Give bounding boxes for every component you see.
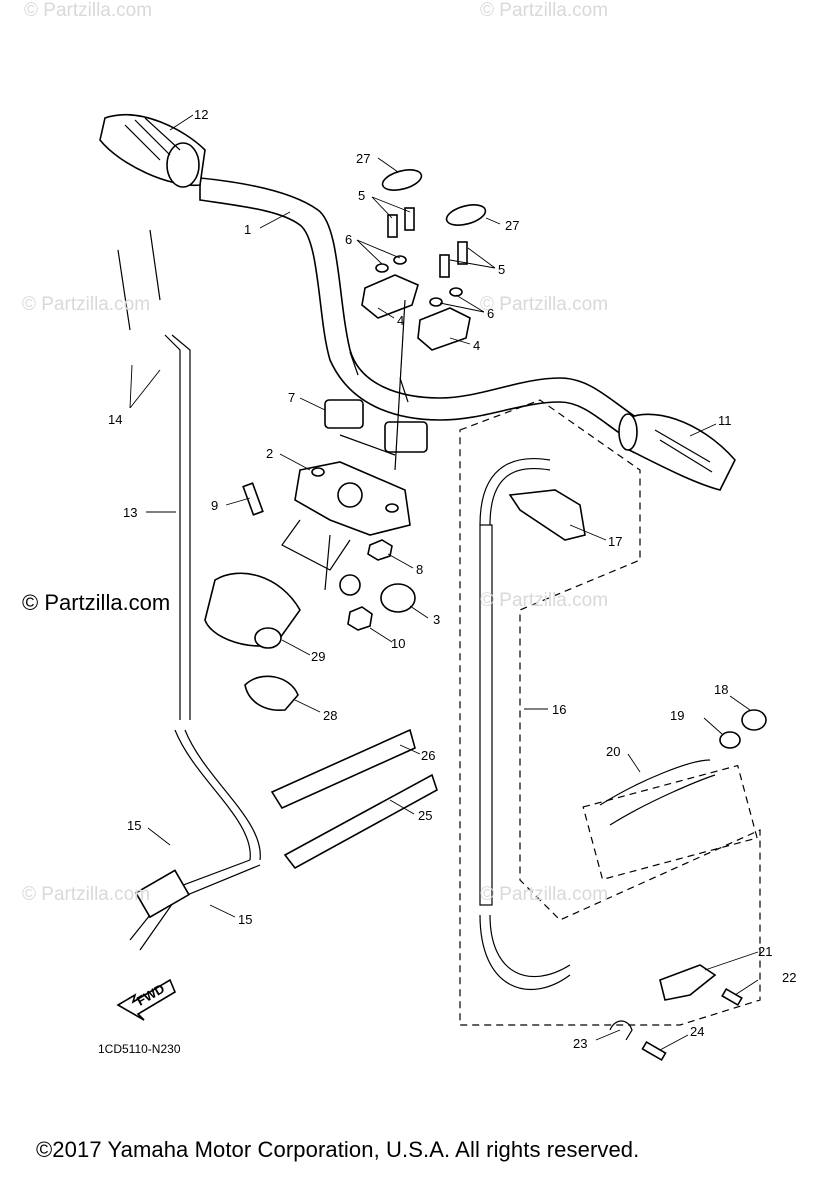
callout-19: 19 [670,708,684,723]
cap-part-upper [381,169,423,191]
callout-17: 17 [608,534,622,549]
callout-15b: 15 [238,912,252,927]
collar-part-3 [380,583,416,613]
throttle-cable-part [117,229,261,951]
assembly-outline [459,399,761,1026]
cable-tie-part-25 [283,773,438,870]
callout-numbers: 12 27 5 27 1 6 5 4 6 4 14 7 11 2 9 13 17… [108,107,796,1051]
watermark: © Partzilla.com [480,294,609,315]
lever-part-17 [508,489,586,541]
right-grip-part [618,413,736,491]
fwd-arrow-icon: FWD [116,978,177,1021]
callout-25: 25 [418,808,432,823]
bolt-part-22 [721,987,743,1007]
cable-tie-part-26 [270,728,416,810]
joint-part-21 [659,964,717,1001]
callout-26: 26 [421,748,435,763]
callout-16: 16 [552,702,566,717]
callout-24: 24 [690,1024,704,1039]
bolts-part-5 [387,207,468,278]
watermark: © Partzilla.com [480,884,609,905]
callout-3: 3 [433,612,440,627]
clamp-part-28 [244,675,299,711]
watermark: © Partzilla.com [22,294,151,315]
callout-18: 18 [714,682,728,697]
callout-9: 9 [211,498,218,513]
callout-28: 28 [323,708,337,723]
callout-8: 8 [416,562,423,577]
callout-leaders [129,114,759,1051]
left-grip-part [99,113,206,188]
callout-11: 11 [718,413,732,428]
nut-part-8 [367,539,393,561]
callout-12: 12 [194,107,208,122]
grommet-part-29 [254,627,282,649]
callout-6b: 6 [487,306,494,321]
callout-13: 13 [123,505,137,520]
callout-2: 2 [266,446,273,461]
diagram-code: 1CD5110-N230 [98,1042,181,1056]
callout-27a: 27 [356,151,370,166]
watermark: © Partzilla.com [22,884,151,905]
callout-21: 21 [758,944,772,959]
callout-15a: 15 [127,818,141,833]
clip-part-23 [609,1020,633,1041]
brake-cable-part [479,457,571,990]
lower-holder-part [324,299,428,471]
bolt-part-9 [242,482,264,516]
cover-part [204,572,301,647]
callout-23: 23 [573,1036,587,1051]
callout-6a: 6 [345,232,352,247]
cap-part-lower [445,204,487,226]
callout-10: 10 [391,636,405,651]
watermark: © Partzilla.com [480,590,609,611]
watermark-dark: © Partzilla.com [22,590,171,615]
callout-4b: 4 [473,338,480,353]
nut-part-10 [347,606,373,631]
callout-20: 20 [606,744,620,759]
bolt-part-24 [641,1040,667,1062]
washers-part-6 [375,255,463,307]
watermark: © Partzilla.com [480,0,609,21]
adjuster-parts [582,709,767,881]
callout-14: 14 [108,412,122,427]
callout-5a: 5 [358,188,365,203]
callout-5b: 5 [498,262,505,277]
callout-27b: 27 [505,218,519,233]
callout-1: 1 [244,222,251,237]
callout-7: 7 [288,390,295,405]
callout-22: 22 [782,970,796,985]
upper-holder-part-b [417,307,471,351]
upper-holder-part-a [361,274,419,319]
callout-29: 29 [311,649,325,664]
watermark: © Partzilla.com [24,0,153,21]
callout-4a: 4 [397,313,404,328]
copyright-notice: ©2017 Yamaha Motor Corporation, U.S.A. A… [36,1137,640,1162]
